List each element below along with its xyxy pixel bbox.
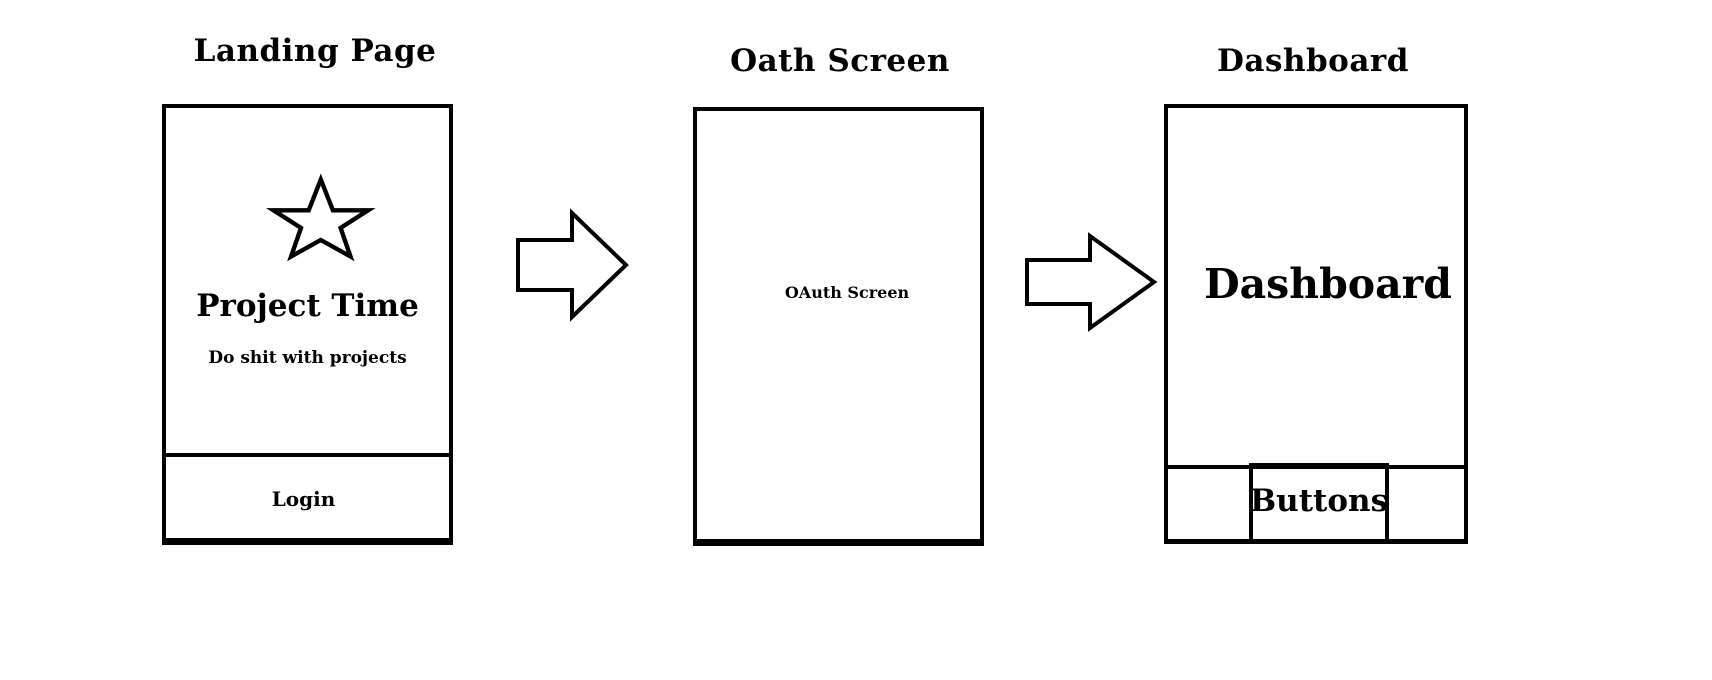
landing-page-title: Landing Page [193, 33, 437, 69]
buttons-button[interactable]: Buttons [1249, 463, 1389, 543]
left-button-slot[interactable] [1168, 469, 1249, 543]
dashboard-content-label: Dashboard [1204, 260, 1452, 308]
app-name: Project Time [196, 288, 419, 324]
oauth-screen-title: Oath Screen [730, 43, 950, 79]
landing-page-frame: Project Time Do shit with projects Login [162, 104, 453, 545]
app-tagline: Do shit with projects [208, 348, 407, 368]
dashboard-title: Dashboard [1217, 43, 1409, 79]
login-button[interactable]: Login [166, 453, 449, 538]
oauth-screen-label: OAuth Screen [784, 283, 910, 302]
button-bar: Buttons [1168, 463, 1464, 543]
buttons-label: Buttons [1249, 483, 1389, 519]
right-button-slot[interactable] [1389, 469, 1464, 543]
login-button-label: Login [271, 487, 336, 511]
right-arrow-icon [516, 208, 629, 322]
dashboard-frame: Dashboard Buttons [1164, 104, 1468, 544]
oauth-screen-frame: OAuth Screen [693, 107, 984, 546]
right-arrow-icon [1025, 232, 1158, 332]
star-icon [265, 173, 376, 262]
